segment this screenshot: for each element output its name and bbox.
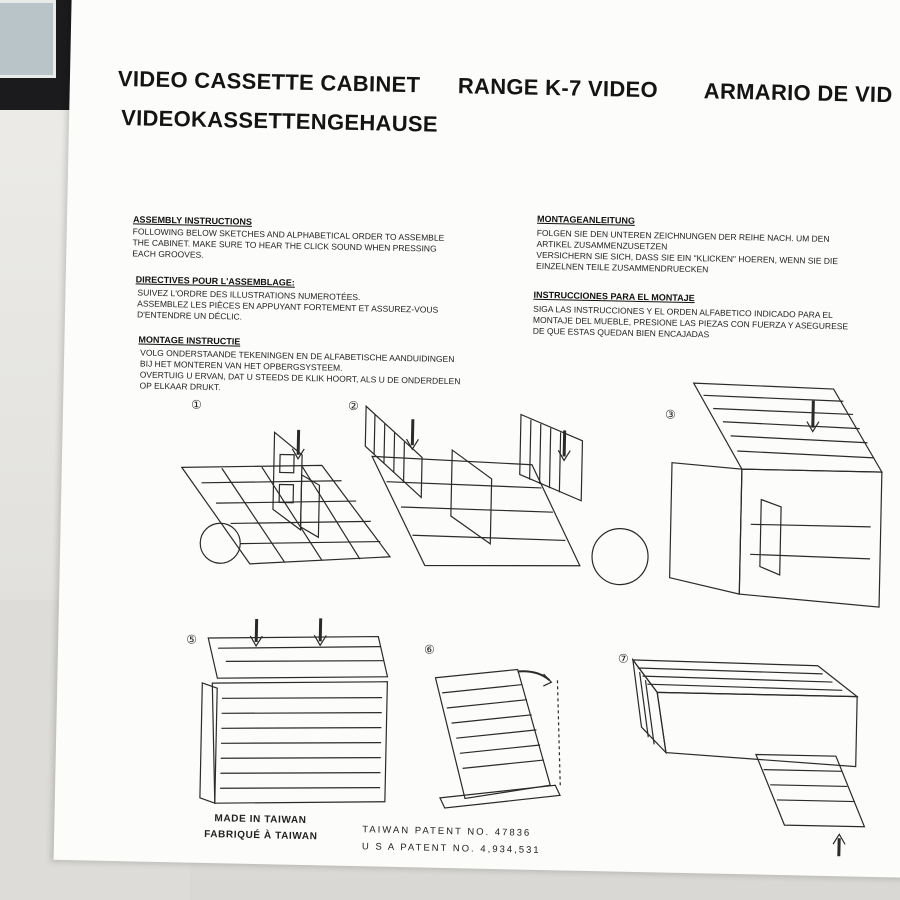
- step6-illustration: [434, 668, 561, 809]
- instruction-sheet: VIDEO CASSETTE CABINET RANGE K-7 VIDEO A…: [53, 0, 900, 878]
- assembly-illustrations: [180, 382, 883, 857]
- picture-frame-photo: [0, 0, 56, 78]
- step3-illustration: [669, 382, 883, 608]
- fabrique-a-taiwan: FABRIQUÉ À TAIWAN: [204, 828, 318, 843]
- made-in-taiwan: MADE IN TAIWAN: [214, 813, 307, 827]
- step1-illustration: [180, 429, 392, 565]
- step7-illustration: [631, 657, 866, 857]
- picture-frame: [0, 0, 76, 110]
- step5-illustration: [199, 618, 389, 805]
- step2-illustration: [364, 404, 649, 586]
